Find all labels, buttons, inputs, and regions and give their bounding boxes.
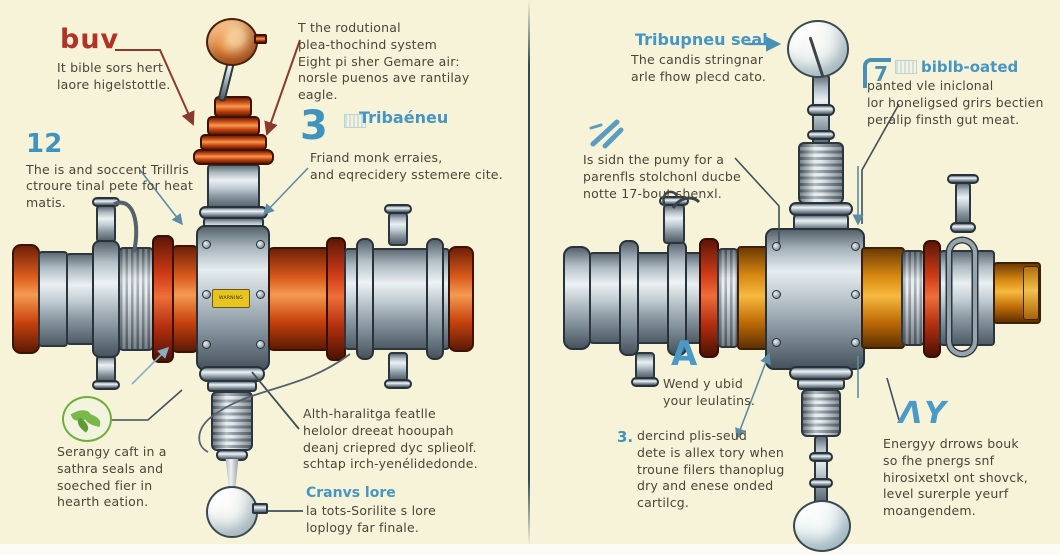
label-3: 3 Tribaéneu <box>300 103 448 149</box>
right-annotation-arrows <box>662 36 900 440</box>
left-valve-right-ring-1 <box>356 238 374 360</box>
label-tribupneu-title: Tribupneu seal <box>635 30 768 49</box>
label-3-body: Friand monk erraies, and eqrecidery sste… <box>310 150 503 182</box>
leaf-icon <box>62 396 112 442</box>
arrow-glyph-icon <box>589 119 624 149</box>
label-cranvs-title: Cranvs lore <box>306 485 396 501</box>
warning-label-text: WARNING <box>218 296 244 301</box>
bolt <box>202 240 211 249</box>
right-valve-rod-collar-2 <box>809 478 833 488</box>
stamp-icon <box>895 60 917 74</box>
left-valve-cone-base-flange <box>193 149 274 165</box>
label-buv-title: buv <box>60 24 120 55</box>
left-valve-right-end-flange <box>448 246 474 352</box>
right-diagram-panel: Tribupneu seal The candis stringnar arle… <box>531 0 1060 555</box>
label-alth-body: Alth-haralitga featlle helolor dreeat ho… <box>303 406 478 472</box>
left-valve-sphere-stub-right <box>252 503 268 514</box>
left-annotation-arrows <box>112 39 351 512</box>
label-issidn-body: Is sidn the pumy for a parenfls stolchon… <box>583 152 741 201</box>
bolt <box>256 290 265 299</box>
bottom-margin <box>0 544 1060 555</box>
left-valve-fitting-bottom-cap <box>92 380 120 390</box>
bolt <box>772 338 781 347</box>
flag-icon: 7 <box>863 58 891 88</box>
right-valve-rod-collar-1 <box>809 452 833 462</box>
right-valve-left-end-flange <box>563 246 591 350</box>
label-buv-body: It bible sors hert laore higelstottle. <box>57 60 171 92</box>
left-valve-top-sphere <box>206 18 258 66</box>
bolt <box>851 242 860 251</box>
right-valve-plunger-handle <box>947 174 979 184</box>
left-diagram-panel: WARNING buv It bible sors hert laore hig… <box>0 0 529 555</box>
label-wendy-body: Wend y ubid your leulatins. <box>663 376 756 408</box>
label-3-title: Tribaéneu <box>358 107 449 127</box>
right-valve-top-collar-1 <box>807 104 835 116</box>
right-valve-right-amber-section <box>861 247 905 349</box>
bolt <box>851 290 860 299</box>
right-valve-bottom-sphere <box>793 500 851 552</box>
label-energy-glyph: ΛY <box>899 396 948 431</box>
bolt <box>772 290 781 299</box>
right-valve-left-ring-1 <box>619 240 639 356</box>
label-12: 12 The is and soccent Trillris ctroure t… <box>26 110 206 212</box>
bolt <box>256 240 265 249</box>
bolt <box>202 290 211 299</box>
right-valve-top-collar-2 <box>807 130 835 140</box>
left-valve-right-stub-top-cap <box>384 204 412 214</box>
left-valve-sphere-stub <box>254 34 267 44</box>
label-dercind-body: dercind plis-seud dete is allex tory whe… <box>637 428 785 510</box>
panel-divider <box>528 0 530 545</box>
left-valve-bottom-sphere <box>206 486 258 538</box>
label-biblb-body: panted vle iniclonal lor honeligsed grir… <box>867 78 1044 127</box>
right-valve-clamp-strap <box>947 238 977 356</box>
label-serangy-body: Serangy caft in a sathra seals and soech… <box>57 444 167 510</box>
label-tribupneu-body: The candis stringnar arle fhow plecd cat… <box>631 52 767 84</box>
label-rodutional-body: T the rodutional plea-thochind system Ei… <box>298 20 470 102</box>
label-cranvs-body: la tots-Sorilite s lore loplogy far fina… <box>306 503 437 535</box>
right-valve-threaded-section <box>801 389 841 437</box>
right-valve-plunger-collar <box>950 222 976 233</box>
bolt <box>851 338 860 347</box>
bolt <box>256 340 265 349</box>
label-wendy-glyph: A <box>671 334 698 374</box>
label-biblb-title: biblb-oated <box>921 58 1019 76</box>
bolt <box>772 242 781 251</box>
left-valve-right-orange-section <box>268 247 330 351</box>
label-energy-body: Energyy drrows bouk so fhe pnergs snf hi… <box>883 436 1028 518</box>
label-3-number: 3 <box>300 103 328 149</box>
stamp-icon <box>344 114 366 128</box>
left-valve-left-cup <box>38 251 68 347</box>
label-dercind-number: 3. <box>617 428 634 446</box>
label-12-number: 12 <box>26 128 63 159</box>
left-valve-right-stub-bottom-cap <box>384 379 412 389</box>
left-valve-right-ring-2 <box>426 238 444 360</box>
warning-label: WARNING <box>212 289 250 308</box>
right-valve-end-cap-face <box>1023 266 1039 320</box>
flag-icon-glyph: 7 <box>874 62 888 86</box>
right-valve-bottom-stub-cap <box>631 377 659 387</box>
label-12-body: The is and soccent Trillris ctroure tina… <box>26 161 194 211</box>
bolt <box>202 340 211 349</box>
